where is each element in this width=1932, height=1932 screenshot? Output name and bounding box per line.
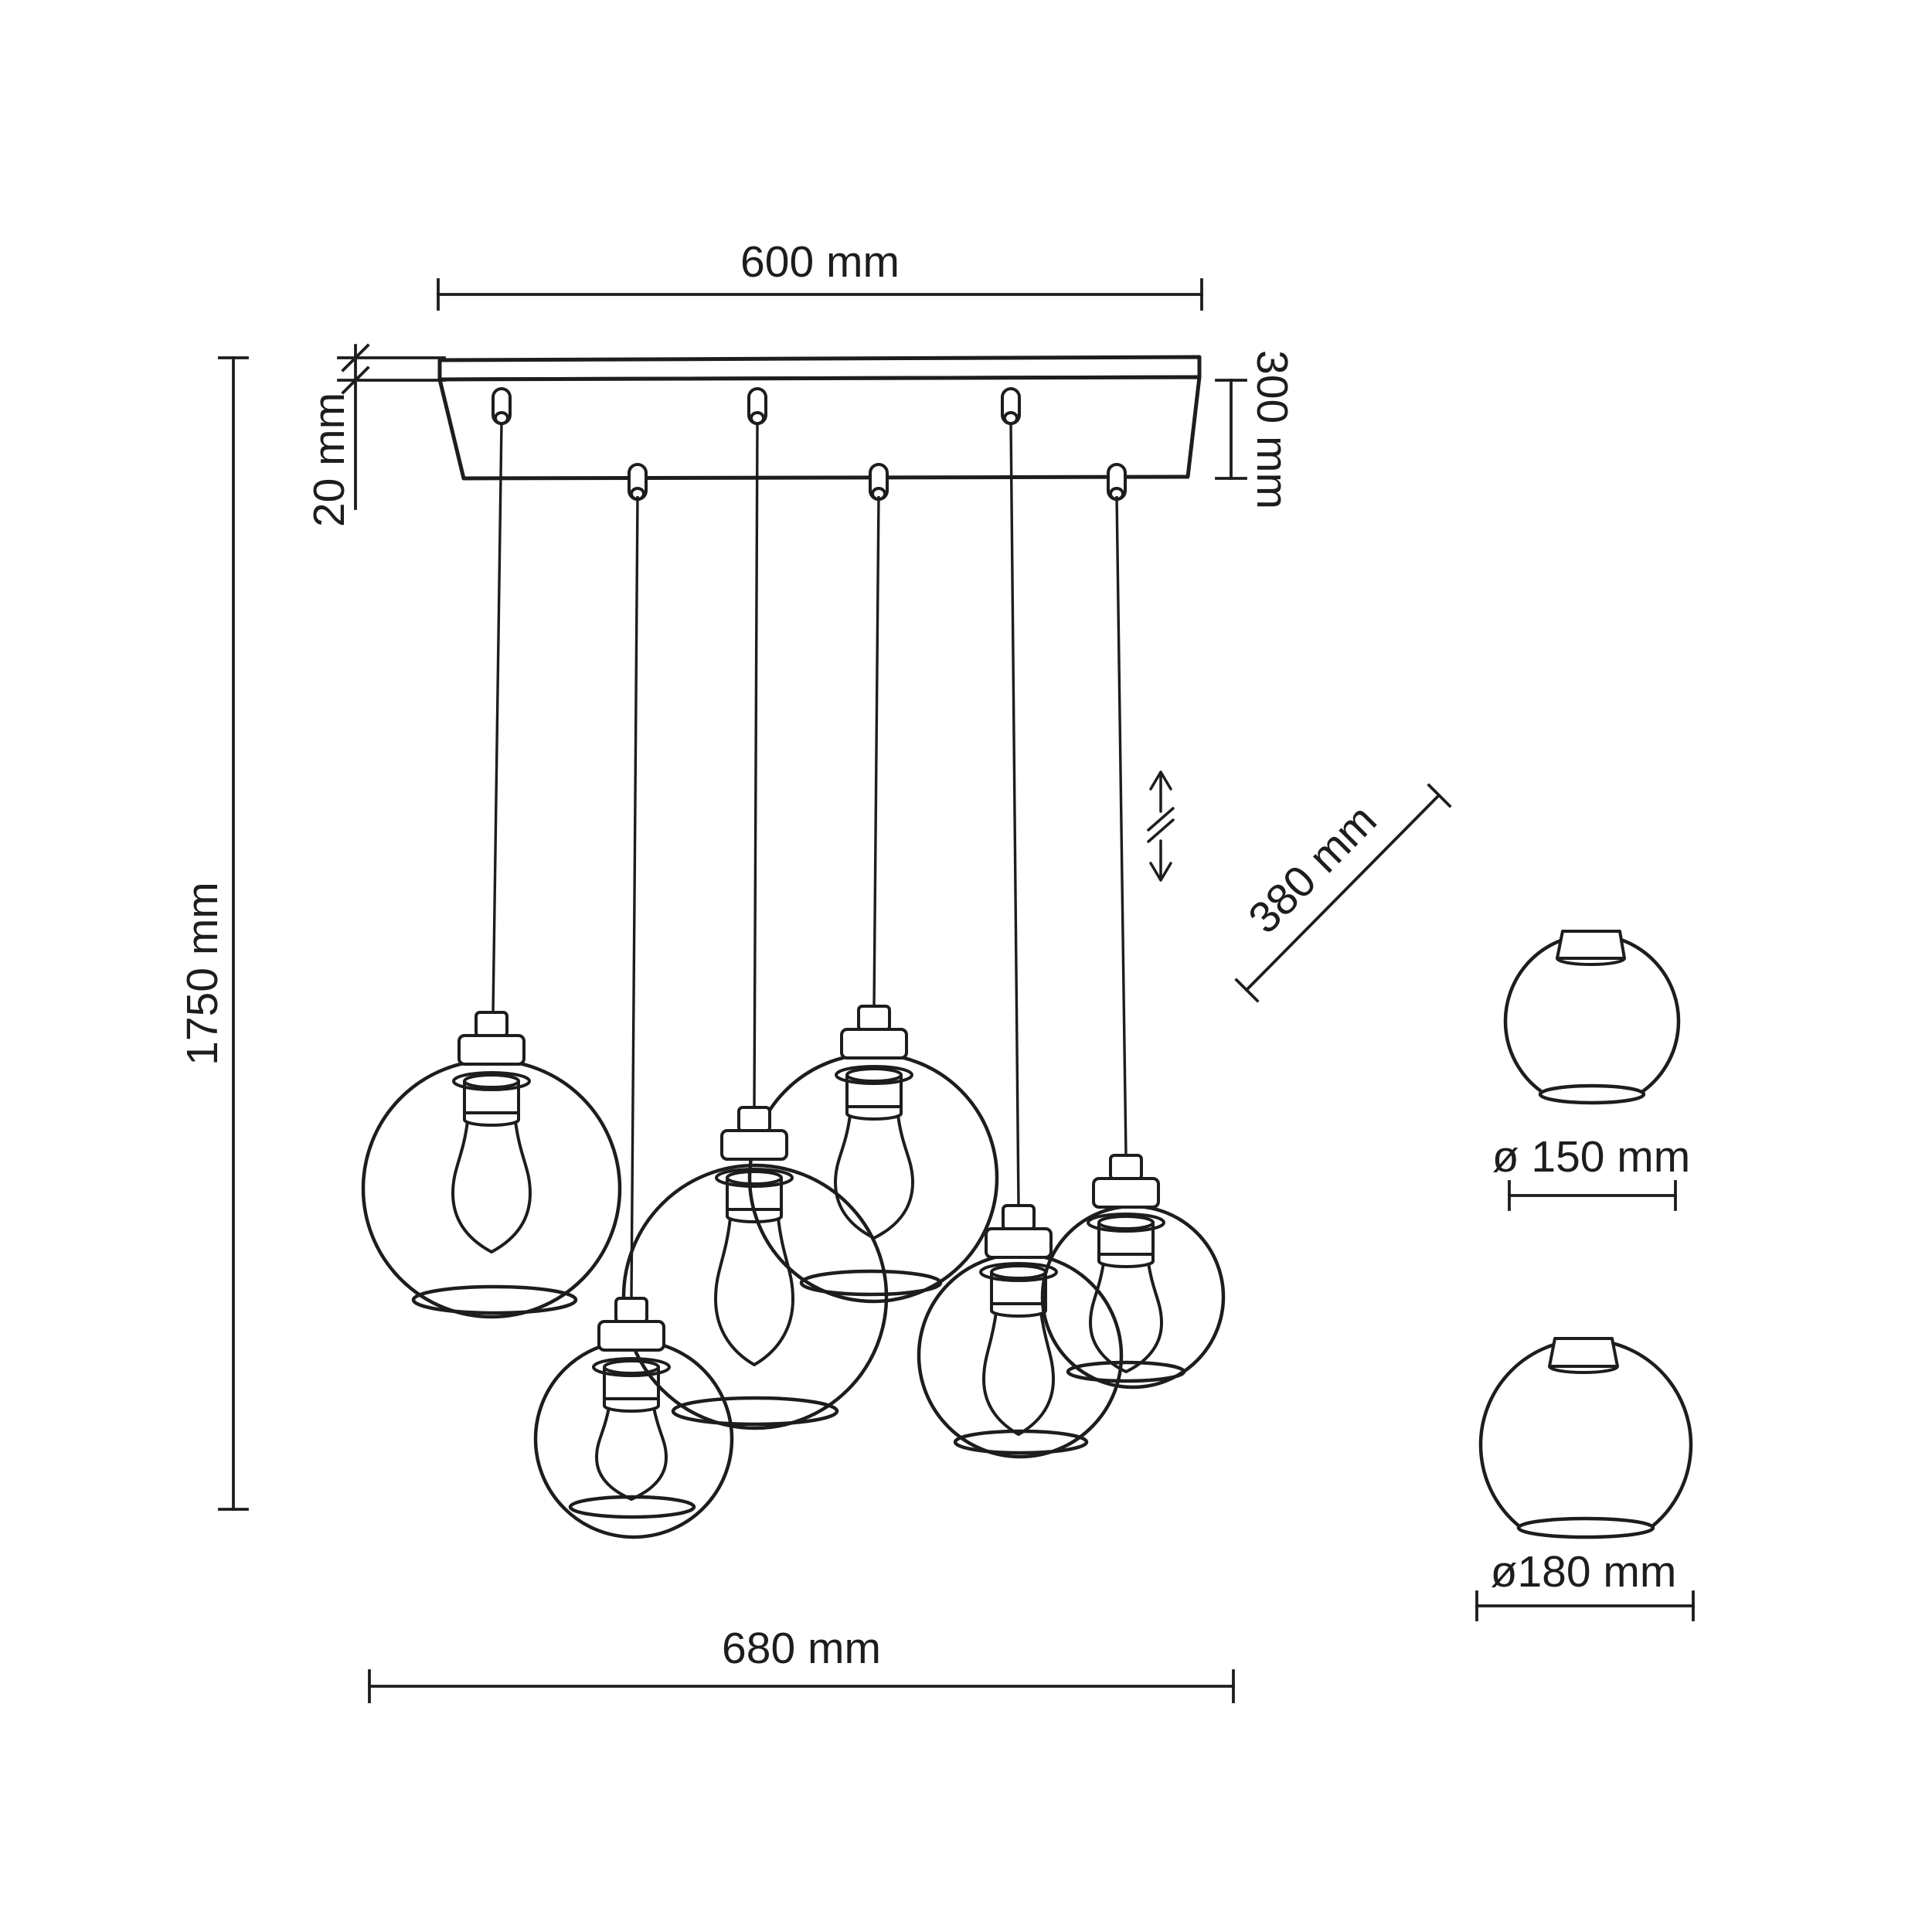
- cord-nipple: [1109, 1154, 1143, 1181]
- socket-cap: [1092, 1177, 1160, 1209]
- cord: [630, 495, 639, 1299]
- socket-flange: [979, 1262, 1058, 1282]
- dimension-label: ø 150 mm: [1492, 1132, 1691, 1182]
- cord-nipple: [474, 1011, 509, 1038]
- globe-neck-cap: [1556, 930, 1626, 960]
- glass-globe: [533, 1338, 734, 1539]
- socket-body: [1097, 1223, 1155, 1268]
- dimension-label: 20 mm: [304, 393, 354, 527]
- socket-cap: [720, 1129, 788, 1161]
- dimension-globe-180: ø180 mm: [1475, 1547, 1695, 1621]
- cord-nipple: [1002, 1204, 1036, 1231]
- break-slashes-icon: [1147, 807, 1175, 843]
- socket-cap: [597, 1320, 665, 1352]
- socket-flange: [1087, 1213, 1165, 1233]
- socket-cap: [985, 1227, 1053, 1259]
- filament-bulb: [1089, 1262, 1163, 1373]
- socket-cap: [457, 1034, 526, 1066]
- glass-globe: [917, 1252, 1124, 1459]
- ceiling-canopy: [437, 355, 1202, 501]
- filament-bulb: [451, 1121, 532, 1253]
- socket-flange: [715, 1168, 794, 1188]
- cord-grip: [628, 463, 648, 501]
- filament-bulb: [982, 1311, 1055, 1436]
- cord: [753, 421, 759, 1108]
- height-adjust-icon: [1147, 770, 1175, 882]
- dimension-globe-150: ø 150 mm: [1492, 1132, 1691, 1211]
- globe-opening: [1516, 1516, 1655, 1539]
- suspension-cords: [492, 421, 1128, 1299]
- cord-grip: [869, 463, 889, 501]
- glass-globe: [361, 1058, 622, 1319]
- globe-neck-cap: [1548, 1337, 1619, 1368]
- detail-globe-150: ø 150 mm: [1492, 930, 1691, 1211]
- socket-ring: [603, 1359, 660, 1375]
- cord-nipple: [737, 1106, 771, 1133]
- socket-ring: [845, 1067, 903, 1083]
- socket-flange: [452, 1071, 531, 1091]
- cord: [492, 421, 503, 1013]
- pendant-1: [361, 1011, 622, 1319]
- dimension-cord-length: 380 mm: [1234, 783, 1452, 1003]
- cord-nipple: [857, 1005, 891, 1032]
- dimension-label: 680 mm: [722, 1624, 881, 1673]
- globe-opening: [799, 1269, 943, 1297]
- cord-grip: [492, 387, 512, 425]
- cord-grip: [1107, 463, 1127, 501]
- globe-opening: [671, 1396, 839, 1427]
- globe-opening: [1538, 1083, 1646, 1105]
- globe-opening: [411, 1284, 578, 1315]
- glass-globe: [1040, 1204, 1226, 1389]
- filament-bulb: [834, 1114, 914, 1240]
- pendant-2: [747, 1005, 999, 1304]
- pendant-6: [1040, 1154, 1226, 1389]
- socket-ring: [726, 1170, 783, 1185]
- filament-bulb: [714, 1217, 794, 1366]
- socket-body: [603, 1367, 660, 1413]
- filament-bulb: [595, 1406, 668, 1501]
- dimension-canopy-depth: 300 mm: [1215, 350, 1297, 509]
- socket-flange: [835, 1065, 913, 1085]
- glass-globe: [621, 1163, 889, 1430]
- pendant-3: [621, 1106, 889, 1430]
- pendant-4: [533, 1297, 734, 1539]
- cap-rim: [1548, 1366, 1619, 1374]
- cord-nipple: [614, 1297, 648, 1324]
- dimension-label: ø180 mm: [1491, 1547, 1677, 1597]
- socket-ring: [1097, 1215, 1155, 1230]
- cord: [1009, 421, 1020, 1206]
- socket-ring: [990, 1264, 1047, 1280]
- cap-rim: [1556, 957, 1626, 966]
- arrow-down-icon: [1149, 839, 1172, 882]
- cord-grip: [1001, 387, 1021, 425]
- socket-cap: [840, 1028, 908, 1060]
- cord-grip: [747, 387, 767, 425]
- dimension-label: 1750 mm: [178, 882, 227, 1066]
- dimension-total-spread: 680 mm: [368, 1624, 1235, 1703]
- dimension-label: 300 mm: [1247, 350, 1297, 509]
- canopy-underside: [437, 375, 1202, 481]
- globe-opening: [568, 1495, 696, 1519]
- dimension-canopy-thickness: 20 mm: [304, 343, 446, 527]
- detail-globe-180: ø180 mm: [1475, 1337, 1695, 1621]
- socket-flange: [592, 1357, 671, 1377]
- dimension-canopy-width: 600 mm: [437, 237, 1203, 311]
- dimension-total-height: 1750 mm: [178, 356, 249, 1511]
- cord: [872, 495, 880, 1007]
- dimension-label: 600 mm: [740, 237, 900, 287]
- arrow-up-icon: [1149, 770, 1172, 813]
- globe-opening: [1066, 1360, 1186, 1383]
- cord: [1115, 495, 1128, 1156]
- socket-ring: [463, 1073, 520, 1089]
